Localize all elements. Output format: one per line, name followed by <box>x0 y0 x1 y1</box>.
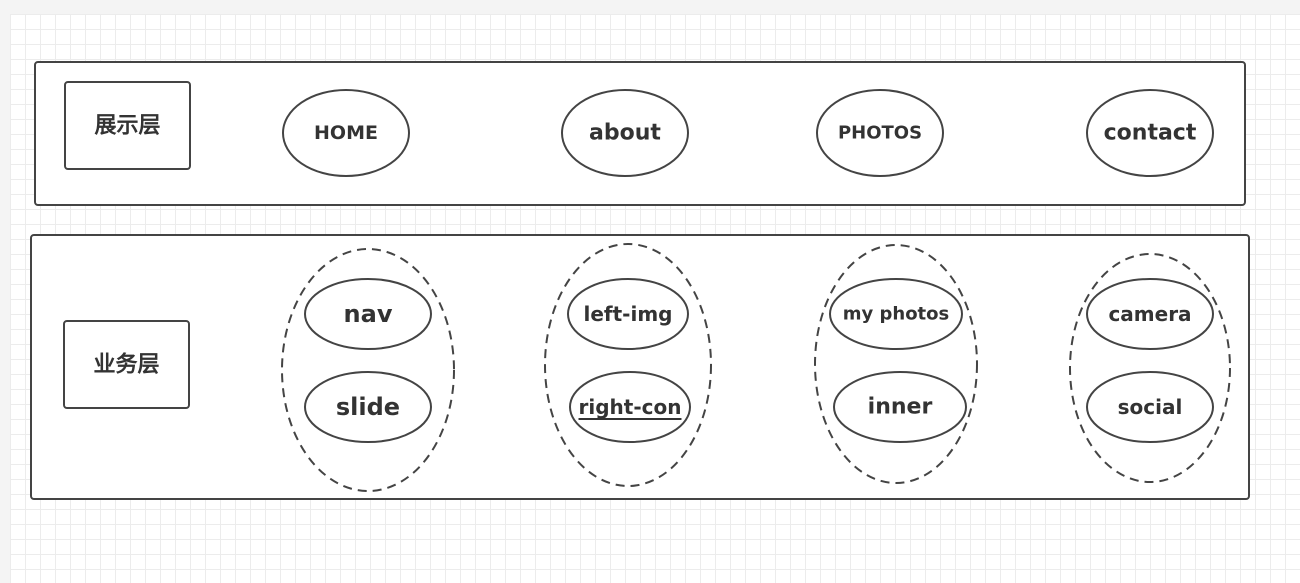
node-right-con-label: right-con <box>579 395 682 419</box>
presentation-layer-label: 展示层 <box>94 114 160 139</box>
group-nav-slide <box>281 248 455 492</box>
node-nav-label: nav <box>344 300 393 328</box>
node-about-label: about <box>589 121 661 146</box>
node-home-shape <box>282 89 410 177</box>
node-contact-shape <box>1086 89 1214 177</box>
presentation-layer-label-box <box>64 81 191 170</box>
node-about-shape <box>561 89 689 177</box>
node-slide-shape <box>304 371 432 443</box>
node-my-photos-shape <box>829 278 963 350</box>
node-my-photos-label: my photos <box>843 304 950 325</box>
node-inner-label: inner <box>868 395 933 420</box>
node-nav-shape <box>304 278 432 350</box>
business-layer-label-box <box>63 320 190 409</box>
node-left-img-label: left-img <box>584 302 673 326</box>
node-camera-label: camera <box>1108 302 1191 326</box>
node-photos-label: PHOTOS <box>838 123 922 144</box>
node-left-img-shape <box>567 278 689 350</box>
presentation-layer: 展示层 HOME about PHOTOS contact <box>34 61 1246 206</box>
node-right-con-shape <box>569 371 691 443</box>
node-social-shape <box>1086 371 1214 443</box>
node-camera-shape <box>1086 278 1214 350</box>
node-home-label: HOME <box>314 122 378 144</box>
node-inner-shape <box>833 371 967 443</box>
business-layer: 业务层 nav slide left-img right-con my phot… <box>30 234 1250 500</box>
group-camera-social <box>1069 253 1231 483</box>
business-layer-label: 业务层 <box>93 353 159 378</box>
group-left-img-right-con <box>544 243 712 487</box>
group-my-photos-inner <box>814 244 978 484</box>
node-social-label: social <box>1118 395 1183 419</box>
node-slide-label: slide <box>336 393 400 421</box>
business-layer-frame <box>30 234 1250 500</box>
node-contact-label: contact <box>1104 121 1197 146</box>
node-photos-shape <box>816 89 944 177</box>
